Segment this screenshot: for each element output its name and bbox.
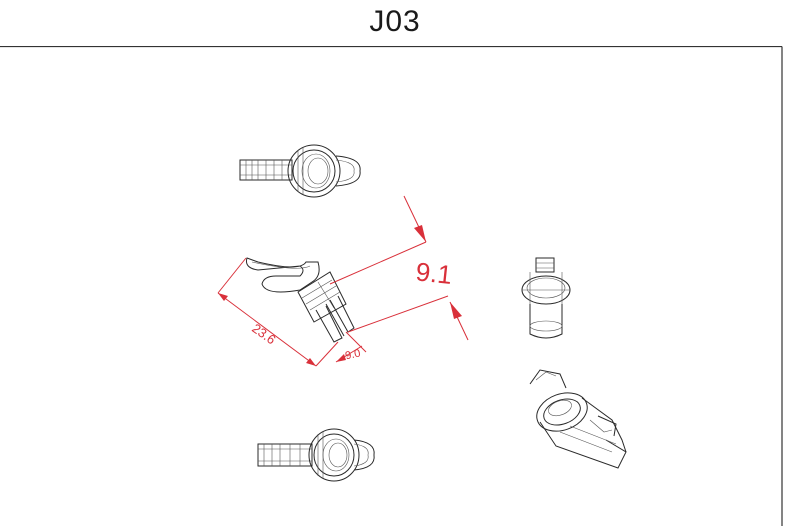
- top-view: [239, 144, 361, 198]
- dimension-width-label: 9.0: [344, 347, 361, 362]
- technical-drawing: 23.6 9.0 9.1: [0, 46, 783, 526]
- dimension-height-label: 9.1: [414, 256, 453, 290]
- page-title: J03: [369, 5, 421, 38]
- drawing-frame: 23.6 9.0 9.1: [0, 46, 789, 526]
- dimension-length-label: 23.6: [249, 321, 278, 348]
- front-view: [521, 257, 571, 339]
- bottom-view: [257, 428, 375, 482]
- isometric-view: [529, 369, 627, 469]
- side-view: 23.6 9.0 9.1: [217, 195, 469, 367]
